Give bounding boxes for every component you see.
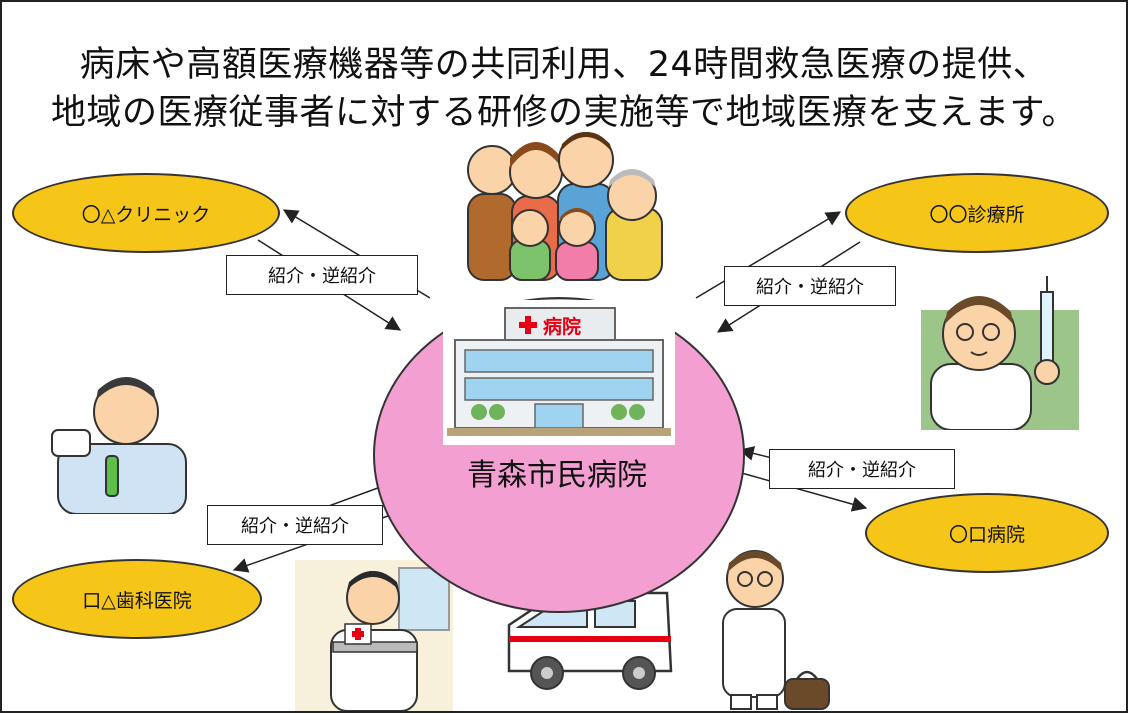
referral-label-hospital-c: 紹介・逆紹介 bbox=[769, 449, 955, 489]
partner-hospital-c-label: 〇口病院 bbox=[948, 523, 1025, 546]
partner-clinic-b-label: 〇〇診療所 bbox=[929, 203, 1025, 226]
arrow-hub-to-hospital-c bbox=[737, 471, 868, 512]
referral-label-clinic-a: 紹介・逆紹介 bbox=[226, 255, 418, 295]
headline-line-2: 地域の医療従事者に対する研修の実施等で地域医療を支えます。 bbox=[50, 93, 1077, 133]
doctor-with-bag-illustration bbox=[722, 550, 830, 710]
hospital-building-illustration: 病院 bbox=[443, 300, 675, 445]
nurse-with-tray-illustration bbox=[295, 560, 453, 711]
partner-clinic-b: 〇〇診療所 bbox=[845, 173, 1109, 253]
partner-clinic-a-label: 〇△クリニック bbox=[81, 203, 211, 226]
partner-clinic-a: 〇△クリニック bbox=[12, 173, 280, 253]
referral-label-dental-d: 紹介・逆紹介 bbox=[207, 505, 383, 545]
hub-name: 青森市民病院 bbox=[467, 458, 647, 493]
referral-label-clinic-b: 紹介・逆紹介 bbox=[724, 266, 896, 306]
arrow-hub-to-clinic-b bbox=[695, 211, 842, 299]
doctor-with-syringe-illustration bbox=[921, 276, 1079, 430]
partner-hospital-c: 〇口病院 bbox=[865, 493, 1109, 573]
family-illustration bbox=[467, 132, 663, 281]
headline-line-1: 病床や高額医療機器等の共同利用、24時間救急医療の提供、 bbox=[79, 45, 1049, 85]
dentist-illustration bbox=[51, 377, 187, 514]
partner-dental-d-label: 口△歯科医院 bbox=[82, 589, 192, 612]
partner-dental-d: 口△歯科医院 bbox=[12, 559, 262, 639]
building-sign-text: 病院 bbox=[543, 315, 581, 338]
